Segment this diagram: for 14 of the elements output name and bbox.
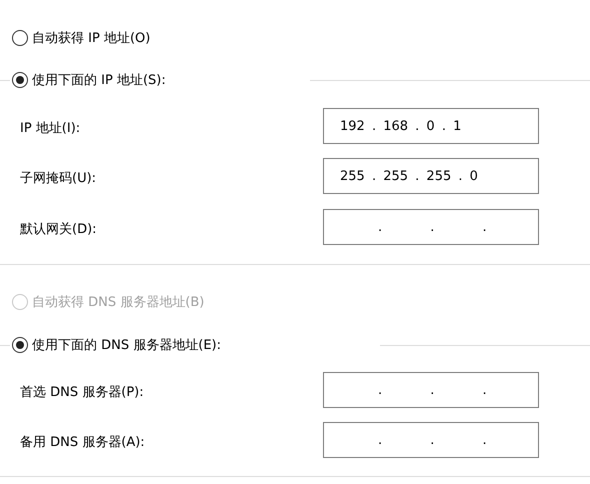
- ip-address-field: 255 . 255 . 255 . 0: [323, 158, 539, 194]
- ip-address-field: . . .: [323, 372, 539, 408]
- field-label: 备用 DNS 服务器(A):: [20, 434, 145, 451]
- ip-address-field: . . .: [323, 209, 539, 245]
- field-label: IP 地址(I):: [20, 120, 80, 137]
- radio-label: 自动获得 IP 地址(O): [32, 30, 150, 47]
- field-label: 子网掩码(U):: [20, 170, 96, 187]
- ip-address-field: . . .: [323, 422, 539, 458]
- field-label: 默认网关(D):: [20, 221, 97, 238]
- radio-label: 自动获得 DNS 服务器地址(B): [32, 294, 204, 311]
- radio-label: 使用下面的 IP 地址(S):: [32, 72, 166, 89]
- ip-address-field: 192 . 168 . 0 . 1: [323, 108, 539, 144]
- radio-label: 使用下面的 DNS 服务器地址(E):: [32, 337, 221, 354]
- field-label: 首选 DNS 服务器(P):: [20, 384, 144, 401]
